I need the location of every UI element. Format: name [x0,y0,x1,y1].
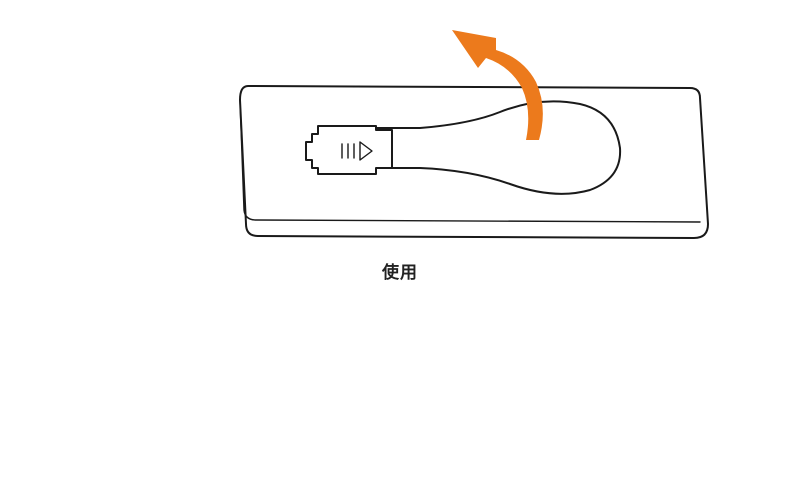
top-card [239,85,709,239]
top-card-tab [305,125,393,175]
usage-caption: 使用 [382,263,418,283]
top-peel-arrow [452,30,543,140]
top-card-slot [335,100,622,195]
